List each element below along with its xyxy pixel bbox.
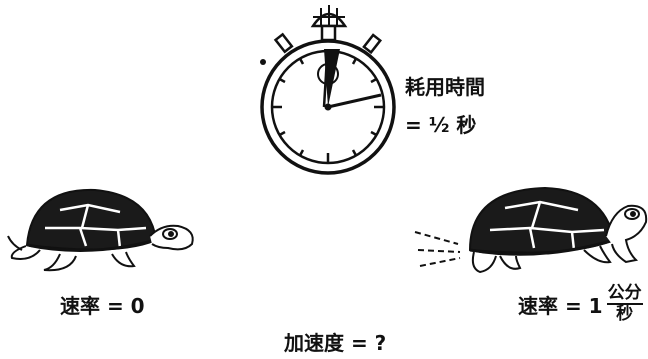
left-speed-label: 速率 = 0 [60,294,145,318]
unit-numerator: 公分 [606,283,643,305]
turtle-moving-icon [414,186,648,274]
unit-denominator: 秒 [616,304,634,324]
right-speed-label: 速率 = 1 公分 秒 [518,284,643,324]
acceleration-question: 加速度 = ? [284,331,387,355]
elapsed-time-label: 耗用時間 [405,75,485,99]
elapsed-time-value: = ½ 秒 [405,113,477,137]
stopwatch-icon [260,5,396,175]
right-speed-prefix: 速率 = 1 [518,293,603,318]
turtle-stationary-icon [7,188,194,272]
speed-unit-fraction: 公分 秒 [606,283,643,324]
